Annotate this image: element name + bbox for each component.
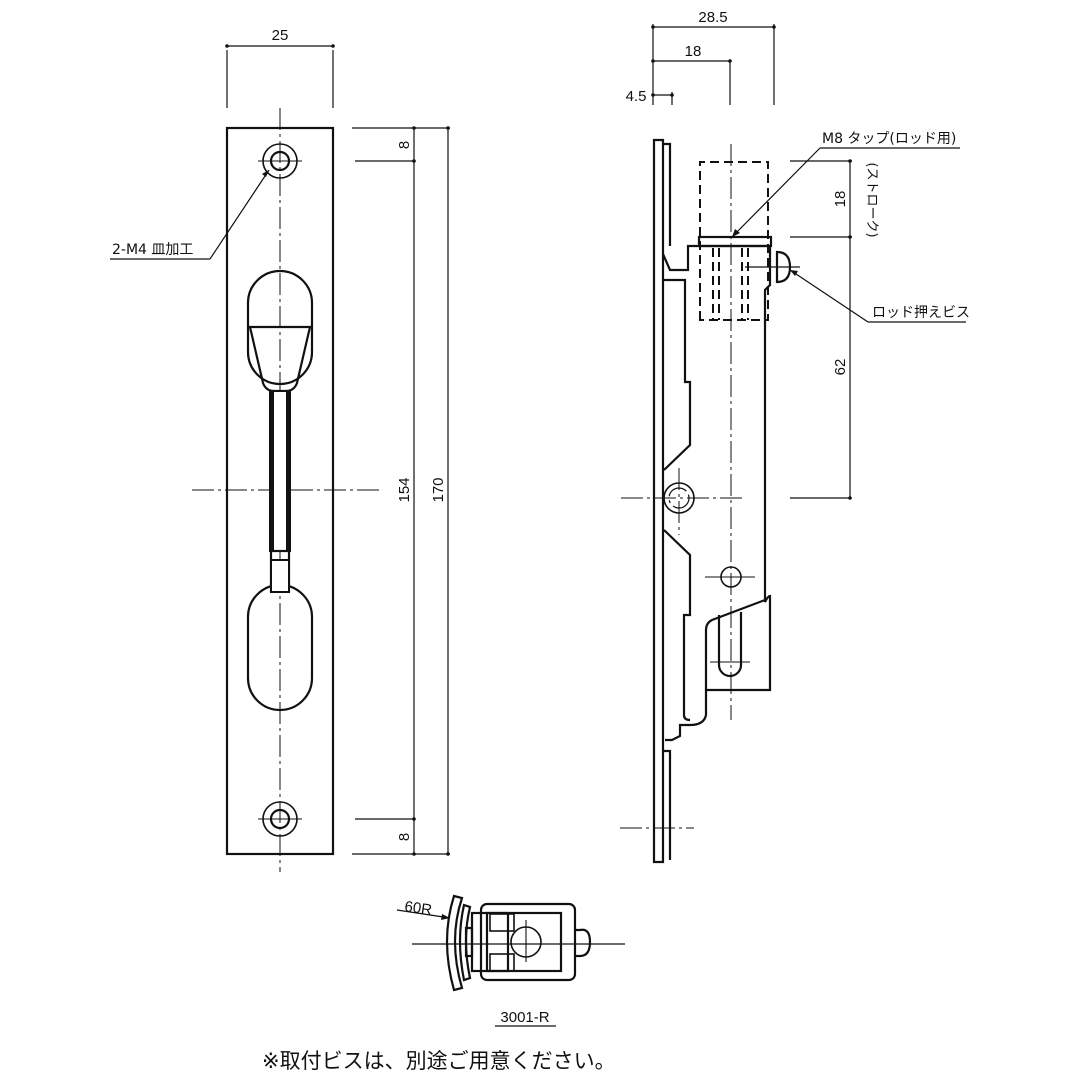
tap-callout: M8 タップ(ロッド用) xyxy=(731,131,960,238)
dim-overall-length: 170 xyxy=(430,126,450,856)
dim-depth-label: 28.5 xyxy=(698,9,727,26)
bottom-clamp-screw xyxy=(576,928,592,958)
lever-rod-edge-left xyxy=(270,391,274,551)
dim-width: 25 xyxy=(225,27,335,108)
footnote: ※取付ビスは、別途ご用意ください。 xyxy=(262,1049,616,1073)
rod-hidden-outline xyxy=(699,161,769,321)
side-bracket-inner-lower xyxy=(663,529,692,722)
dim-rod-to-center-label: 62 xyxy=(832,359,849,376)
side-plate-upper-lip xyxy=(663,142,672,246)
bottom-lower-key xyxy=(489,953,515,972)
dim-hole-pitch: 154 8 8 xyxy=(396,126,416,856)
bottom-screw-hole xyxy=(258,801,302,837)
dim-plate-offset-label: 4.5 xyxy=(626,88,647,105)
top-slot xyxy=(246,269,314,386)
side-slot xyxy=(717,612,743,678)
hole-callout-label: 2-M4 皿加工 xyxy=(112,242,193,258)
rod-block-flange xyxy=(697,235,773,248)
stroke-note: (ストローク) xyxy=(864,162,879,237)
lever-rod-edge-right xyxy=(286,391,290,551)
side-view: 28.5 18 4.5 18 (ストローク) 62 xyxy=(620,9,970,864)
side-bracket xyxy=(661,244,772,742)
tap-callout-label: M8 タップ(ロッド用) xyxy=(822,131,956,147)
bottom-housing-inner xyxy=(485,911,563,973)
screw-callout: ロッド押えビス xyxy=(789,269,970,323)
bottom-slot xyxy=(246,583,314,712)
dim-stroke: 18 (ストローク) 62 xyxy=(790,159,879,500)
side-bracket-slope xyxy=(704,598,766,690)
dim-hole-pitch-label: 154 xyxy=(396,477,413,502)
dim-width-label: 25 xyxy=(272,27,289,44)
front-view: 25 154 8 8 170 2-M4 皿加工 xyxy=(110,27,450,872)
bottom-upper-key xyxy=(489,913,515,932)
dim-bottom-offset-label: 8 xyxy=(396,833,413,841)
side-mount-hole xyxy=(663,468,695,535)
bottom-view: 60R 3001-R xyxy=(396,894,625,1027)
hole-callout: 2-M4 皿加工 xyxy=(110,169,270,260)
curved-faceplate-inner xyxy=(458,903,472,982)
side-plate-lower-lip xyxy=(663,749,672,860)
bottom-housing xyxy=(479,902,577,982)
dim-plate-offset: 4.5 xyxy=(626,88,674,105)
model-number: 3001-R xyxy=(500,1009,549,1026)
lever-rod-end-cap xyxy=(270,559,290,593)
dim-rod-center: 18 xyxy=(651,43,732,105)
dim-rod-center-label: 18 xyxy=(685,43,702,60)
curved-faceplate xyxy=(445,894,464,992)
dim-depth: 28.5 xyxy=(651,9,776,105)
top-screw-hole xyxy=(258,143,302,179)
dim-stroke-label: 18 xyxy=(832,191,849,208)
radius-callout: 60R xyxy=(396,898,451,920)
side-small-hole xyxy=(705,566,755,588)
radius-callout-label: 60R xyxy=(403,898,433,919)
dim-top-offset-label: 8 xyxy=(396,141,413,149)
screw-callout-label: ロッド押えビス xyxy=(872,305,970,321)
dim-overall-length-label: 170 xyxy=(430,477,447,502)
side-bracket-inner-upper xyxy=(663,278,692,471)
side-faceplate xyxy=(652,138,665,864)
